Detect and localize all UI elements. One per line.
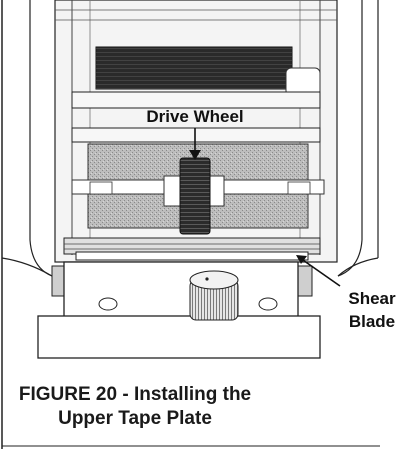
figure-border <box>1 0 380 449</box>
figure-caption-line1: FIGURE 20 - Installing the <box>18 384 252 405</box>
upper-roller <box>95 46 321 97</box>
figure-caption-line2: Upper Tape Plate <box>58 408 212 429</box>
shear-blade-label-line2: Blade <box>349 312 395 331</box>
shear-blade-label-line1: Shear <box>348 289 396 308</box>
lower-plate <box>63 237 321 261</box>
shear-blade-arrow <box>296 255 341 287</box>
machine-housing <box>1 0 379 277</box>
cross-bars <box>71 91 321 143</box>
drive-wheel-label: Drive Wheel <box>146 107 243 126</box>
drive-wheel-arrow <box>189 128 201 160</box>
knob <box>189 270 239 321</box>
upper-tape-plate <box>37 261 321 359</box>
drive-wheel-assembly <box>71 143 325 235</box>
